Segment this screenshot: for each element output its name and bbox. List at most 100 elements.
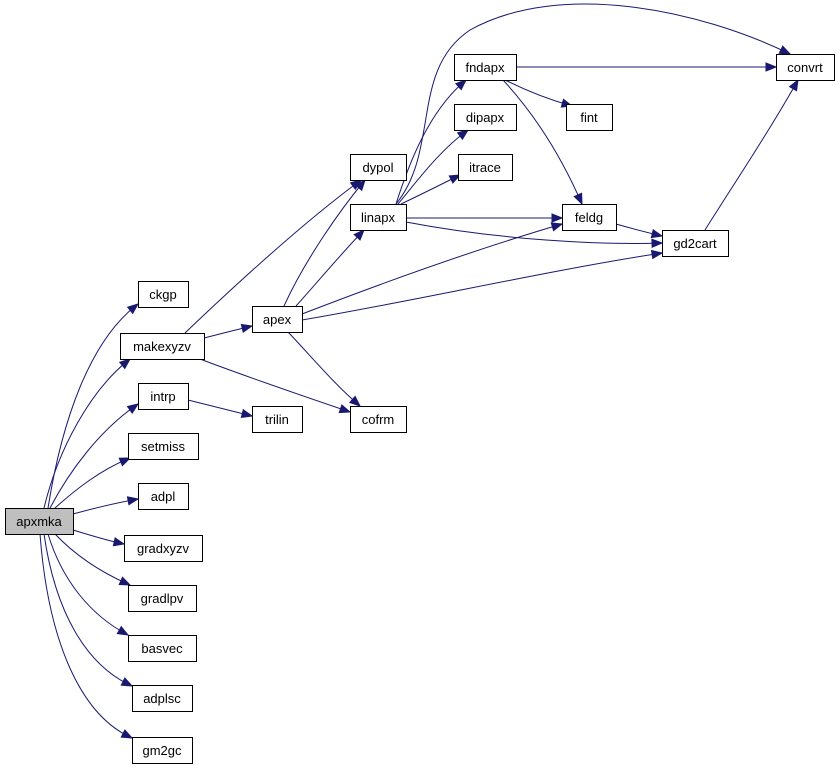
- node-itrace[interactable]: itrace: [458, 154, 513, 181]
- edge-fndapx-to-convrt: [516, 62, 778, 72]
- node-gradlpv[interactable]: gradlpv: [128, 585, 197, 612]
- node-box-gd2cart[interactable]: [662, 230, 729, 257]
- arrow-head-apxmka-to-gradlpv: [118, 576, 132, 586]
- arrow-head-apex-to-linapx: [353, 229, 365, 241]
- edge-linapx-to-dipapx: [397, 129, 470, 205]
- node-gm2gc[interactable]: gm2gc: [132, 737, 193, 764]
- arrow-head-apxmka-to-setmiss: [118, 457, 132, 467]
- node-dypol[interactable]: dypol: [350, 154, 407, 181]
- arrow-head-apex-to-dypol: [354, 178, 366, 192]
- node-label-feldg: feldg: [575, 210, 603, 225]
- edge-apex-to-dypol: [283, 178, 366, 307]
- node-linapx[interactable]: linapx: [350, 204, 407, 231]
- node-box-gm2gc[interactable]: [132, 737, 193, 764]
- node-box-ckgp[interactable]: [138, 281, 189, 308]
- node-feldg[interactable]: feldg: [562, 204, 617, 231]
- edge-line-apxmka-to-setmiss: [54, 457, 131, 509]
- node-box-feldg[interactable]: [562, 204, 617, 231]
- node-box-dypol[interactable]: [350, 154, 407, 181]
- node-box-adplsc[interactable]: [132, 685, 193, 712]
- node-apxmka[interactable]: apxmka: [5, 508, 74, 535]
- arrow-head-apxmka-to-basvec: [116, 625, 130, 636]
- node-adpl[interactable]: adpl: [138, 483, 189, 510]
- node-label-intrp: intrp: [150, 389, 175, 404]
- node-makexyzv[interactable]: makexyzv: [120, 333, 205, 360]
- edge-apex-to-feldg: [301, 222, 564, 315]
- node-ckgp[interactable]: ckgp: [138, 281, 189, 308]
- node-label-gm2gc: gm2gc: [142, 743, 182, 758]
- node-box-fint[interactable]: [566, 104, 613, 131]
- node-label-fint: fint: [580, 110, 598, 125]
- node-box-cofrm[interactable]: [350, 406, 407, 433]
- edge-apex-to-cofrm: [287, 331, 362, 407]
- arrow-head-apex-to-cofrm: [348, 395, 362, 407]
- node-label-dipapx: dipapx: [466, 110, 505, 125]
- arrow-head-fndapx-to-feldg: [573, 192, 583, 206]
- node-box-apxmka[interactable]: [5, 508, 74, 535]
- node-box-makexyzv[interactable]: [120, 333, 205, 360]
- arrow-head-apxmka-to-gradxyzv: [112, 537, 126, 547]
- node-box-dipapx[interactable]: [454, 104, 517, 131]
- edge-line-linapx-to-fndapx: [395, 79, 467, 205]
- node-dipapx[interactable]: dipapx: [454, 104, 517, 131]
- edge-apex-to-linapx: [295, 229, 365, 307]
- arrow-head-gd2cart-to-convrt: [788, 78, 799, 92]
- node-box-intrp[interactable]: [138, 383, 189, 410]
- edge-line-linapx-to-gd2cart: [405, 221, 663, 244]
- node-box-fndapx[interactable]: [454, 54, 517, 81]
- node-trilin[interactable]: trilin: [252, 406, 303, 433]
- node-setmiss[interactable]: setmiss: [128, 433, 199, 460]
- node-label-setmiss: setmiss: [141, 439, 186, 454]
- node-box-convrt[interactable]: [776, 54, 835, 81]
- arrow-head-linapx-to-dipapx: [456, 129, 470, 141]
- node-label-gradxyzv: gradxyzv: [137, 541, 190, 556]
- edge-line-apex-to-cofrm: [287, 331, 361, 407]
- node-box-gradxyzv[interactable]: [124, 535, 203, 562]
- node-box-apex[interactable]: [252, 306, 303, 333]
- arrow-head-apxmka-to-intrp: [126, 403, 140, 414]
- node-fint[interactable]: fint: [566, 104, 613, 131]
- node-fndapx[interactable]: fndapx: [454, 54, 517, 81]
- node-adplsc[interactable]: adplsc: [132, 685, 193, 712]
- node-basvec[interactable]: basvec: [128, 635, 197, 662]
- edge-apxmka-to-adplsc: [43, 533, 134, 687]
- node-box-setmiss[interactable]: [128, 433, 199, 460]
- node-label-makexyzv: makexyzv: [133, 339, 191, 354]
- arrow-head-linapx-to-fndapx: [454, 79, 468, 91]
- node-box-itrace[interactable]: [458, 154, 513, 181]
- edge-apxmka-to-basvec: [47, 533, 130, 636]
- node-apex[interactable]: apex: [252, 306, 303, 333]
- edge-line-makexyzv-to-dypol: [184, 179, 362, 334]
- node-box-linapx[interactable]: [350, 204, 407, 231]
- arrow-head-apxmka-to-makexyzv: [118, 358, 132, 370]
- node-label-basvec: basvec: [141, 641, 183, 656]
- node-box-gradlpv[interactable]: [128, 585, 197, 612]
- edge-line-linapx-to-convrt: [395, 3, 791, 205]
- node-gradxyzv[interactable]: gradxyzv: [124, 535, 203, 562]
- node-box-trilin[interactable]: [252, 406, 303, 433]
- arrow-head-apex-to-gd2cart: [650, 249, 664, 260]
- edge-line-gd2cart-to-convrt: [704, 79, 799, 231]
- node-gd2cart[interactable]: gd2cart: [662, 230, 729, 257]
- node-label-gradlpv: gradlpv: [141, 591, 184, 606]
- node-box-basvec[interactable]: [128, 635, 197, 662]
- edge-line-apex-to-linapx: [295, 229, 365, 307]
- arrow-head-apxmka-to-ckgp: [126, 303, 140, 315]
- node-label-gd2cart: gd2cart: [673, 236, 717, 251]
- edge-line-apxmka-to-gm2gc: [39, 533, 133, 739]
- edge-line-linapx-to-dipapx: [397, 129, 469, 205]
- node-box-adpl[interactable]: [138, 483, 189, 510]
- edge-line-apex-to-gd2cart: [301, 252, 663, 321]
- arrow-head-apxmka-to-gm2gc: [120, 729, 134, 739]
- edge-linapx-to-convrt: [395, 3, 792, 205]
- node-cofrm[interactable]: cofrm: [350, 406, 407, 433]
- nodes-layer: apxmka ckgp makexyzv intrp setmiss adpl gradxy…: [5, 54, 835, 764]
- node-intrp[interactable]: intrp: [138, 383, 189, 410]
- node-convrt[interactable]: convrt: [776, 54, 835, 81]
- edge-line-apxmka-to-basvec: [47, 533, 129, 636]
- arrow-head-feldg-to-gd2cart: [650, 228, 664, 239]
- edge-line-apxmka-to-intrp: [49, 403, 139, 509]
- edge-fndapx-to-feldg: [502, 79, 583, 206]
- edge-apex-to-gd2cart: [301, 249, 664, 321]
